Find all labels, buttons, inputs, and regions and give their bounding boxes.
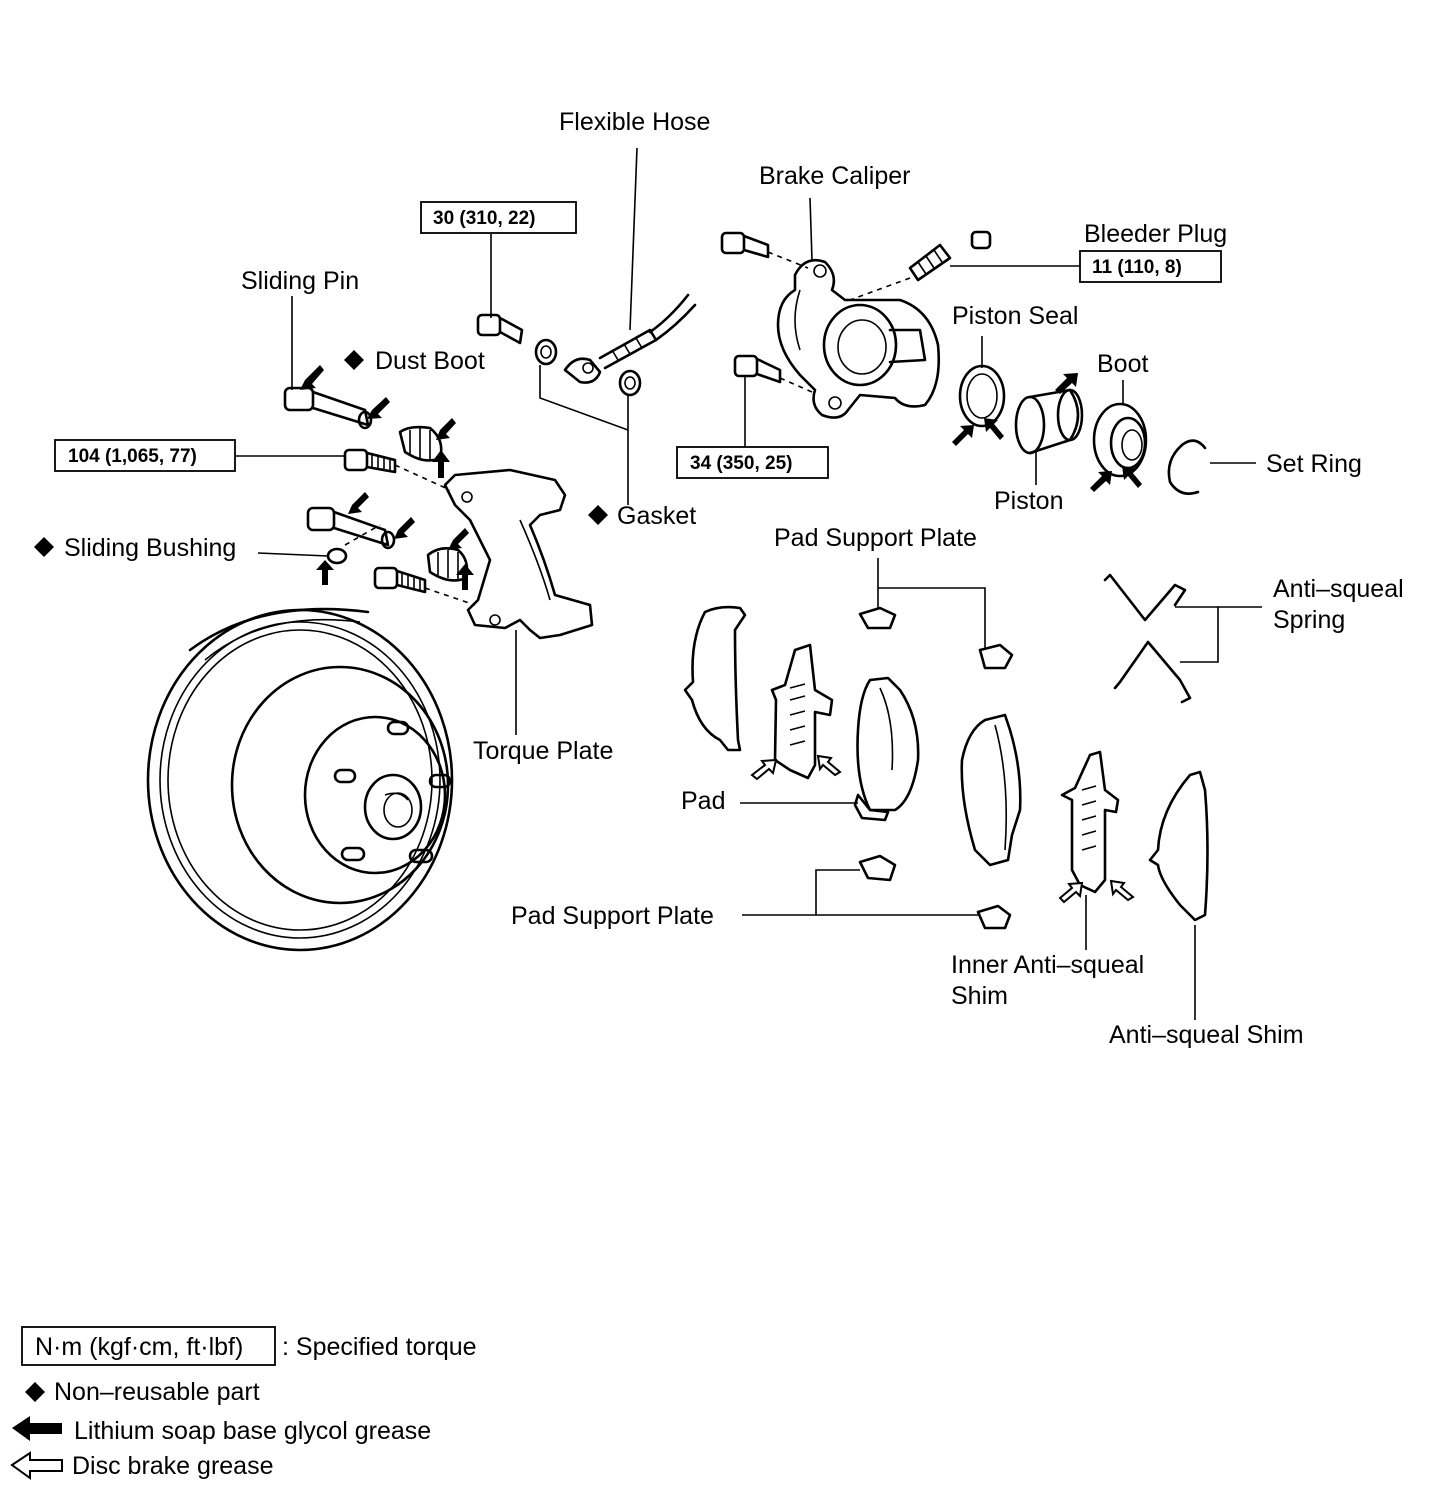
legend-non-reusable: Non–reusable part	[54, 1378, 260, 1406]
filled-arrow-icon	[12, 1416, 62, 1441]
inner-anti-squeal-shim-label-1: Inner Anti–squeal	[951, 951, 1144, 979]
torque-plate-label: Torque Plate	[473, 737, 613, 765]
dust-boot-label: Dust Boot	[375, 347, 485, 375]
anti-squeal-spring-label-2: Spring	[1273, 606, 1345, 634]
outer-anti-squeal-shim-part	[683, 605, 747, 752]
pad-part	[853, 676, 920, 822]
sliding-bushing-label: Sliding Bushing	[64, 534, 236, 562]
boot-part	[1092, 402, 1148, 478]
flexible-hose-label: Flexible Hose	[559, 108, 710, 136]
inner-shim-part	[770, 643, 834, 780]
legend-unit-box	[21, 1326, 276, 1366]
brake-caliper-label: Brake Caliper	[759, 162, 910, 190]
legend-unit-text: N·m (kgf·cm, ft·lbf)	[35, 1333, 243, 1361]
torque-plate-part	[443, 468, 594, 640]
legend-lithium-grease: Lithium soap base glycol grease	[74, 1417, 431, 1445]
anti-squeal-spring-label-1: Anti–squeal	[1273, 575, 1404, 603]
piston-label: Piston	[994, 487, 1063, 515]
anti-squeal-shim-label: Anti–squeal Shim	[1109, 1021, 1304, 1049]
gasket-part	[534, 338, 558, 366]
bleeder-plug-torque: 11 (110, 8)	[1092, 257, 1182, 278]
bleeder-plug-label: Bleeder Plug	[1084, 220, 1227, 248]
gasket-label: Gasket	[617, 502, 696, 530]
sliding-pin-part	[283, 386, 373, 430]
set-ring-label: Set Ring	[1266, 450, 1362, 478]
hose-bolt-part	[476, 313, 524, 345]
caliper-bolt-torque: 34 (350, 25)	[690, 453, 792, 474]
hose-bolt-torque: 30 (310, 22)	[433, 208, 535, 229]
pad-support-plate-part-2	[978, 643, 1014, 670]
brake-caliper-part	[776, 258, 941, 419]
piston-part	[1014, 388, 1084, 455]
inner-anti-squeal-shim-part	[1060, 750, 1120, 894]
diamond-icon	[344, 350, 364, 370]
sliding-pin-bolt-torque: 104 (1,065, 77)	[68, 446, 197, 467]
lower-bolt-part	[373, 566, 427, 594]
bleeder-plug-part	[908, 230, 992, 282]
lower-pad-support-plate-label: Pad Support Plate	[511, 902, 714, 930]
lower-dust-boot-part	[426, 547, 469, 582]
inner-pad-part	[960, 713, 1022, 867]
legend-disc-grease: Disc brake grease	[72, 1452, 273, 1480]
lower-sliding-pin-part	[306, 506, 396, 550]
piston-seal-part	[958, 364, 1006, 428]
legend-unit-description: : Specified torque	[282, 1333, 477, 1361]
hose-bolt-torque-box	[420, 201, 577, 234]
anti-squeal-spring-part	[1103, 573, 1192, 704]
flexible-hose-part	[563, 293, 697, 384]
hollow-arrow-icon	[10, 1451, 63, 1480]
dust-boot-part	[398, 425, 443, 462]
boot-label: Boot	[1097, 350, 1148, 378]
hollow-arrow-marks	[750, 754, 1135, 904]
inner-anti-squeal-shim-label-2: Shim	[951, 982, 1008, 1010]
bolt-part	[343, 448, 397, 474]
diamond-icon	[25, 1382, 45, 1402]
sliding-pin-bolt-torque-box	[54, 439, 236, 472]
anti-squeal-shim-part	[1148, 770, 1209, 922]
sliding-pin-label: Sliding Pin	[241, 267, 359, 295]
pad-support-plate-part	[858, 606, 897, 630]
lower-gasket-part	[618, 369, 642, 397]
disc-rotor	[146, 607, 454, 952]
diamond-icon	[588, 505, 608, 525]
caliper-bolt-part	[720, 231, 770, 259]
bleeder-plug-torque-box	[1079, 250, 1222, 283]
lower-pad-support-plate-part-2	[976, 904, 1012, 930]
filled-arrow-marks	[300, 365, 1142, 590]
piston-seal-label: Piston Seal	[952, 302, 1078, 330]
caliper-bolt-torque-box	[676, 446, 829, 479]
legend: N·m (kgf·cm, ft·lbf) : Specified torque …	[10, 1326, 477, 1480]
pad-label: Pad	[681, 787, 725, 815]
sliding-bushing-part	[326, 547, 348, 565]
pad-support-plate-label: Pad Support Plate	[774, 524, 977, 552]
lower-caliper-bolt-part	[733, 354, 782, 384]
diamond-icon	[34, 537, 54, 557]
set-ring-part	[1167, 439, 1207, 495]
lower-pad-support-plate-part	[858, 854, 897, 882]
